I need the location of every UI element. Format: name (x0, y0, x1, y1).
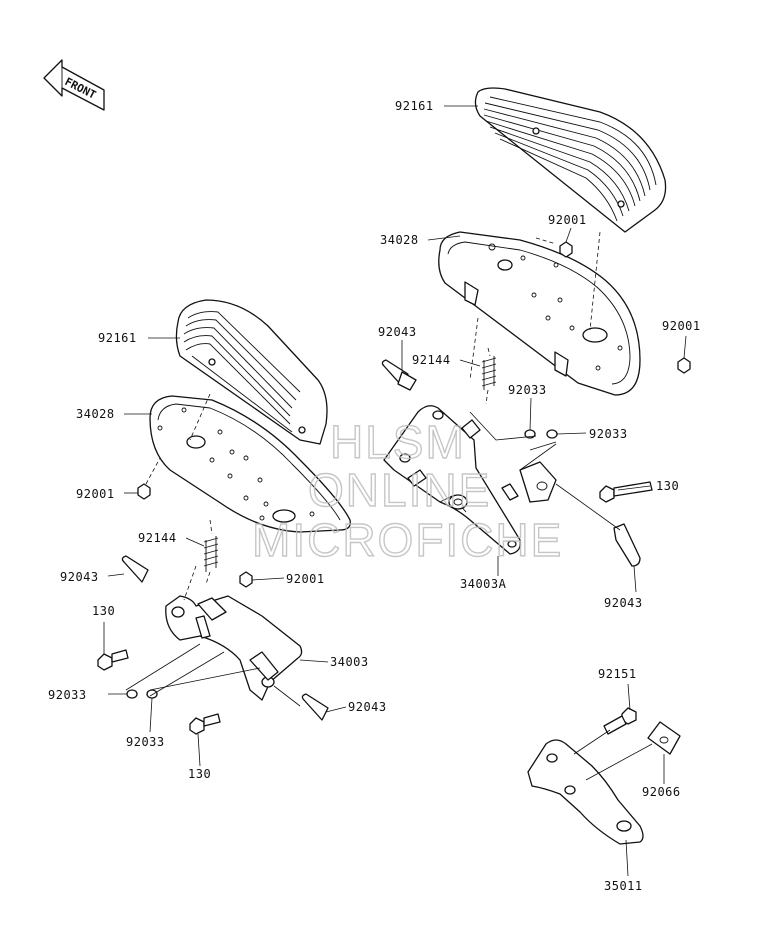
watermark-line-3: MICROFICHE (252, 514, 563, 566)
left-nut-a-icon (137, 457, 161, 500)
front-arrow-icon: FRONT (43, 59, 105, 111)
top-spring-icon (481, 347, 497, 405)
label-top-spring: 92144 (412, 353, 451, 367)
left-nut-b-icon (239, 571, 253, 588)
label-left-clip-a: 92033 (48, 688, 87, 702)
label-bottom-collar: 92066 (642, 785, 681, 799)
left-spring-icon (203, 519, 219, 585)
top-nut-b-icon (677, 357, 691, 374)
label-top-clip-a: 92033 (508, 383, 547, 397)
label-left-bolt-b: 130 (188, 767, 211, 781)
label-left-nut-a: 92001 (76, 487, 115, 501)
label-top-floorboard: 34028 (380, 233, 419, 247)
left-pin-icon (121, 555, 149, 583)
label-bottom-bracket: 35011 (604, 879, 643, 893)
watermark: HLSM ONLINE MICROFICHE (251, 415, 563, 566)
bottom-collar-icon (647, 721, 681, 755)
top-floorboard (438, 231, 641, 396)
top-pin-icon (381, 359, 417, 391)
label-left-clip-b: 92033 (126, 735, 165, 749)
label-left-pin: 92043 (60, 570, 99, 584)
left-clip-b-icon (146, 689, 158, 699)
label-left-nut-b: 92001 (286, 572, 325, 586)
left-floorboard (149, 395, 351, 533)
left-clip-a-icon (126, 689, 138, 699)
top-bracket (383, 405, 557, 555)
label-bottom-bolt: 92151 (598, 667, 637, 681)
label-left-floorboard: 34028 (76, 407, 115, 421)
watermark-line-1: HLSM (330, 416, 466, 468)
part-number-labels: 92161 92001 34028 92001 92043 92144 9203… (48, 99, 701, 893)
left-bolt-b-icon (189, 713, 221, 735)
bottom-bolt-icon (603, 707, 637, 735)
label-top-pin: 92043 (378, 325, 417, 339)
leader-lines (103, 105, 687, 877)
label-top-bolt: 130 (656, 479, 679, 493)
label-left-pin-b: 92043 (348, 700, 387, 714)
left-bolt-icon (97, 649, 129, 671)
top-floorboard-cover (474, 87, 667, 233)
label-top-clip-b: 92033 (589, 427, 628, 441)
label-left-floorboard-cover: 92161 (98, 331, 137, 345)
left-bracket (165, 595, 303, 701)
label-top-pin-b: 92043 (604, 596, 643, 610)
label-left-bolt: 130 (92, 604, 115, 618)
label-left-spring: 92144 (138, 531, 177, 545)
label-top-floorboard-cover: 92161 (395, 99, 434, 113)
label-left-bracket: 34003 (330, 655, 369, 669)
label-top-nut-a: 92001 (548, 213, 587, 227)
top-pin-b-icon (613, 523, 641, 567)
left-floorboard-cover (175, 299, 328, 445)
top-clip-b-icon (546, 429, 558, 439)
bottom-bracket (527, 739, 644, 845)
watermark-line-2: ONLINE (308, 464, 491, 516)
label-top-bracket: 34003A (460, 577, 507, 591)
top-bolt-icon (599, 481, 653, 503)
label-top-nut-b: 92001 (662, 319, 701, 333)
left-pin-b-icon (301, 693, 329, 721)
